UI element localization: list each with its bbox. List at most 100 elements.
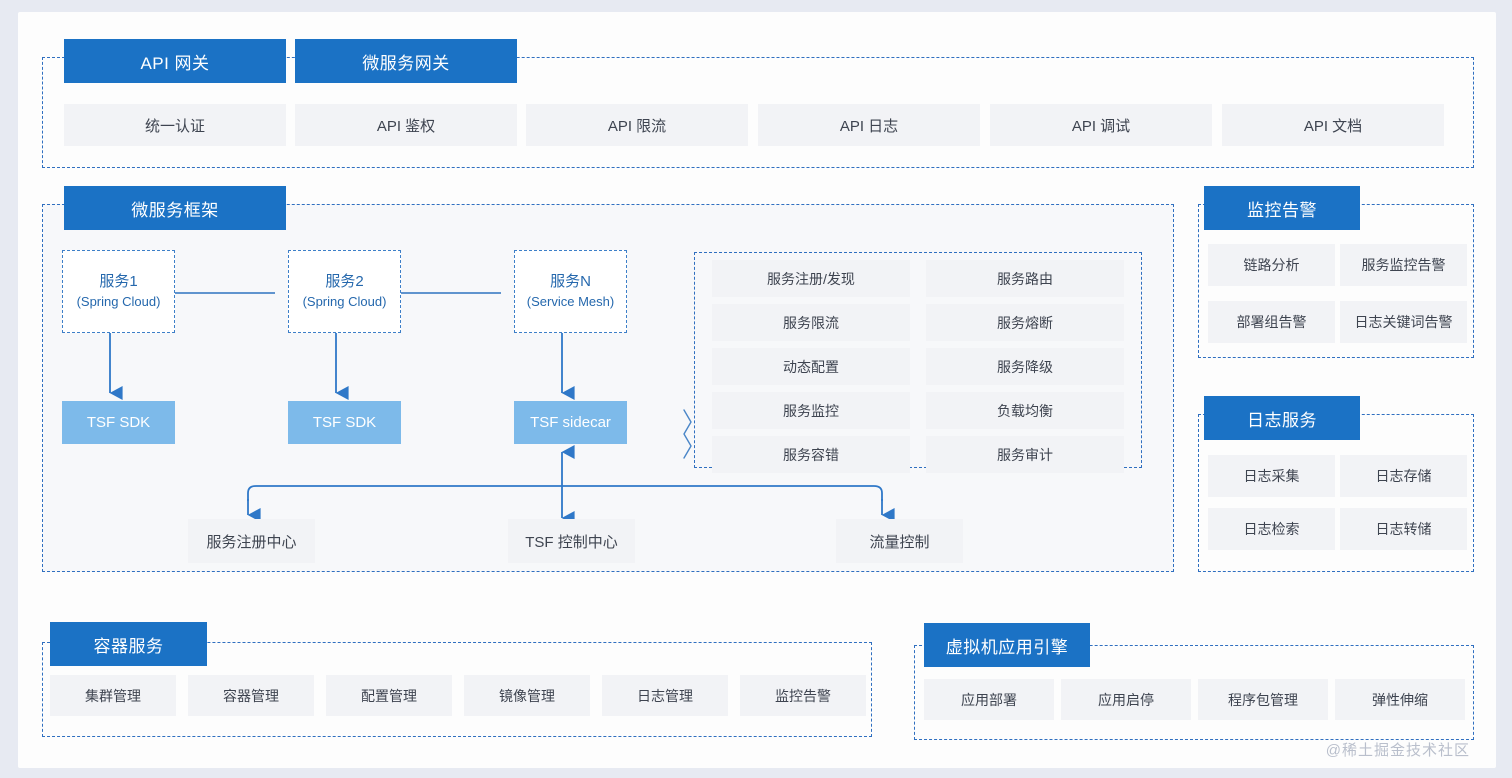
infra-service-registry-center[interactable]: 服务注册中心 bbox=[188, 519, 315, 563]
container-item-cluster-mgmt[interactable]: 集群管理 bbox=[50, 675, 176, 716]
infra-traffic-control[interactable]: 流量控制 bbox=[836, 519, 963, 563]
chip-label: 服务监控告警 bbox=[1361, 257, 1446, 273]
tab-log-service[interactable]: 日志服务 bbox=[1204, 396, 1360, 440]
vm-item-package-mgmt[interactable]: 程序包管理 bbox=[1198, 679, 1328, 720]
tab-microservice-gateway-label: 微服务网关 bbox=[362, 53, 450, 73]
gateway-item-unified-auth[interactable]: 统一认证 bbox=[64, 104, 286, 146]
chip-label: 服务限流 bbox=[783, 314, 839, 331]
chip-label: 统一认证 bbox=[144, 117, 205, 135]
chip-label: 服务降级 bbox=[997, 358, 1053, 375]
monitoring-item-trace-analysis[interactable]: 链路分析 bbox=[1208, 244, 1335, 286]
gateway-item-api-ratelimit[interactable]: API 限流 bbox=[526, 104, 748, 146]
capability-service-circuit-breaker[interactable]: 服务熔断 bbox=[926, 304, 1124, 341]
logging-item-storage[interactable]: 日志存储 bbox=[1340, 455, 1467, 497]
chip-label: 流量控制 bbox=[869, 533, 930, 551]
capability-load-balancing[interactable]: 负载均衡 bbox=[926, 392, 1124, 429]
service-stack: (Spring Cloud) bbox=[302, 294, 387, 309]
capability-service-fault-tolerance[interactable]: 服务容错 bbox=[712, 436, 910, 473]
chip-label: 应用启停 bbox=[1098, 691, 1154, 708]
chip-label: 服务路由 bbox=[997, 270, 1053, 287]
gateway-item-api-log[interactable]: API 日志 bbox=[758, 104, 980, 146]
tab-microservice-framework[interactable]: 微服务框架 bbox=[64, 186, 286, 230]
capability-dynamic-config[interactable]: 动态配置 bbox=[712, 348, 910, 385]
container-item-monitor-alert[interactable]: 监控告警 bbox=[740, 675, 866, 716]
chip-label: API 调试 bbox=[1071, 117, 1131, 135]
chip-label: 日志存储 bbox=[1375, 468, 1432, 484]
capability-service-audit[interactable]: 服务审计 bbox=[926, 436, 1124, 473]
tab-monitoring-label: 监控告警 bbox=[1247, 200, 1317, 220]
chip-label: 日志关键词告警 bbox=[1354, 314, 1453, 330]
runtime-label: TSF SDK bbox=[312, 414, 377, 431]
chip-label: 容器管理 bbox=[223, 687, 279, 704]
chip-label: 服务审计 bbox=[997, 446, 1053, 463]
tab-api-gateway-label: API 网关 bbox=[140, 53, 210, 73]
service-name: 服务N bbox=[550, 273, 591, 290]
runtime-box-tsf-sdk-2[interactable]: TSF SDK bbox=[288, 401, 401, 444]
chip-label: 服务注册中心 bbox=[206, 533, 297, 551]
tab-logging-label: 日志服务 bbox=[1247, 410, 1317, 430]
runtime-label: TSF sidecar bbox=[530, 414, 611, 431]
vm-item-autoscaling[interactable]: 弹性伸缩 bbox=[1335, 679, 1465, 720]
vm-engine-panel bbox=[914, 645, 1474, 740]
gateway-item-api-docs[interactable]: API 文档 bbox=[1222, 104, 1444, 146]
gateway-item-api-debug[interactable]: API 调试 bbox=[990, 104, 1212, 146]
tab-api-gateway[interactable]: API 网关 bbox=[64, 39, 286, 83]
service-box-n[interactable]: 服务N (Service Mesh) bbox=[514, 250, 627, 333]
tab-container-service[interactable]: 容器服务 bbox=[50, 622, 207, 666]
service-stack: (Spring Cloud) bbox=[76, 294, 161, 309]
chip-label: 监控告警 bbox=[775, 687, 831, 704]
logging-item-search[interactable]: 日志检索 bbox=[1208, 508, 1335, 550]
capability-grid-panel bbox=[694, 252, 1142, 468]
service-box-1[interactable]: 服务1 (Spring Cloud) bbox=[62, 250, 175, 333]
vm-item-app-start-stop[interactable]: 应用启停 bbox=[1061, 679, 1191, 720]
chip-label: API 鉴权 bbox=[376, 117, 436, 135]
container-item-image-mgmt[interactable]: 镜像管理 bbox=[464, 675, 590, 716]
container-item-log-mgmt[interactable]: 日志管理 bbox=[602, 675, 728, 716]
chip-label: API 文档 bbox=[1303, 117, 1363, 135]
chip-label: 集群管理 bbox=[85, 687, 141, 704]
tab-microservice-gateway[interactable]: 微服务网关 bbox=[295, 39, 517, 83]
container-service-panel bbox=[42, 642, 872, 737]
logging-item-dump[interactable]: 日志转储 bbox=[1340, 508, 1467, 550]
chip-label: 程序包管理 bbox=[1228, 691, 1298, 708]
chip-label: 服务注册/发现 bbox=[767, 270, 855, 287]
chip-label: 链路分析 bbox=[1243, 257, 1300, 273]
container-item-config-mgmt[interactable]: 配置管理 bbox=[326, 675, 452, 716]
chip-label: 日志管理 bbox=[637, 687, 693, 704]
container-item-container-mgmt[interactable]: 容器管理 bbox=[188, 675, 314, 716]
chip-label: 日志采集 bbox=[1243, 468, 1300, 484]
chip-label: API 日志 bbox=[839, 117, 899, 135]
vm-item-app-deploy[interactable]: 应用部署 bbox=[924, 679, 1054, 720]
monitoring-item-log-keyword-alert[interactable]: 日志关键词告警 bbox=[1340, 301, 1467, 343]
monitoring-item-deploy-group-alert[interactable]: 部署组告警 bbox=[1208, 301, 1335, 343]
monitoring-item-service-alert[interactable]: 服务监控告警 bbox=[1340, 244, 1467, 286]
capability-service-degradation[interactable]: 服务降级 bbox=[926, 348, 1124, 385]
service-name: 服务1 bbox=[99, 273, 138, 290]
chip-label: TSF 控制中心 bbox=[525, 533, 618, 551]
tab-vm-app-engine[interactable]: 虚拟机应用引擎 bbox=[924, 623, 1090, 667]
runtime-box-tsf-sidecar[interactable]: TSF sidecar bbox=[514, 401, 627, 444]
capability-service-ratelimit[interactable]: 服务限流 bbox=[712, 304, 910, 341]
chip-label: 弹性伸缩 bbox=[1372, 691, 1428, 708]
service-name: 服务2 bbox=[325, 273, 364, 290]
tab-monitoring-alerts[interactable]: 监控告警 bbox=[1204, 186, 1360, 230]
chip-label: 服务监控 bbox=[783, 402, 839, 419]
chip-label: 应用部署 bbox=[961, 691, 1017, 708]
gateway-item-api-authz[interactable]: API 鉴权 bbox=[295, 104, 517, 146]
capability-service-registry-discovery[interactable]: 服务注册/发现 bbox=[712, 260, 910, 297]
watermark: @稀土掘金技术社区 bbox=[1325, 742, 1470, 759]
runtime-box-tsf-sdk-1[interactable]: TSF SDK bbox=[62, 401, 175, 444]
chip-label: 部署组告警 bbox=[1236, 314, 1307, 330]
capability-service-routing[interactable]: 服务路由 bbox=[926, 260, 1124, 297]
tab-framework-label: 微服务框架 bbox=[131, 200, 219, 220]
chip-label: 负载均衡 bbox=[997, 402, 1053, 419]
chip-label: 服务熔断 bbox=[997, 314, 1053, 331]
logging-item-collect[interactable]: 日志采集 bbox=[1208, 455, 1335, 497]
capability-service-monitoring[interactable]: 服务监控 bbox=[712, 392, 910, 429]
service-box-2[interactable]: 服务2 (Spring Cloud) bbox=[288, 250, 401, 333]
tab-vm-engine-label: 虚拟机应用引擎 bbox=[945, 637, 1069, 657]
diagram-card: API 网关 微服务网关 统一认证 API 鉴权 API 限流 API 日志 A… bbox=[18, 12, 1496, 768]
chip-label: 服务容错 bbox=[783, 446, 839, 463]
infra-tsf-control-center[interactable]: TSF 控制中心 bbox=[508, 519, 635, 563]
